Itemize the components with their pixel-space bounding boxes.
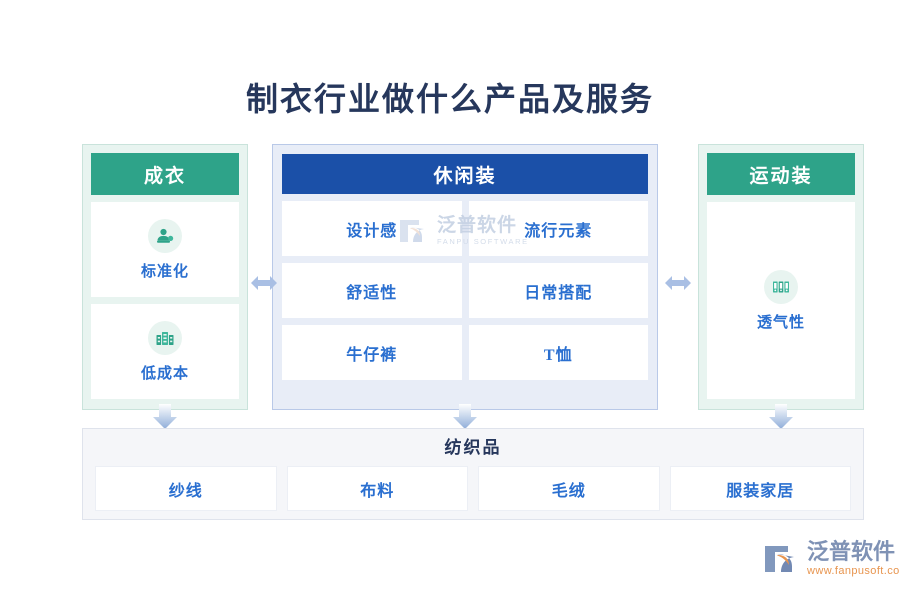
buildings-icon <box>148 320 182 355</box>
card-label: 低成本 <box>140 365 189 382</box>
card-daily-match[interactable]: 日常搭配 <box>468 263 648 318</box>
card-jeans[interactable]: 牛仔裤 <box>282 325 462 380</box>
column-center-grid: 设计感 流行元素 舒适性 日常搭配 牛仔裤 T恤 <box>282 201 648 380</box>
card-tshirt[interactable]: T恤 <box>468 325 648 380</box>
card-breathability[interactable]: 透气性 <box>707 202 855 399</box>
fanpu-logo-icon <box>765 546 794 572</box>
card-low-cost[interactable]: 低成本 <box>91 304 239 399</box>
column-right: 运动装 <box>698 144 864 410</box>
card-fabric[interactable]: 布料 <box>286 466 468 511</box>
card-yarn[interactable]: 纱线 <box>95 466 277 511</box>
card-standardization[interactable]: 标准化 <box>91 202 239 297</box>
bottom-panel: 纺织品 纱线 布料 毛绒 服装家居 <box>82 428 864 520</box>
column-left-header: 成衣 <box>91 153 239 195</box>
card-label: 标准化 <box>140 263 189 280</box>
page-title: 制衣行业做什么产品及服务 <box>245 81 654 117</box>
logo-name: 泛普软件 <box>807 539 896 564</box>
files-icon <box>764 269 798 304</box>
user-stamp-icon <box>148 218 182 253</box>
bottom-panel-title: 纺织品 <box>444 438 502 457</box>
brand-logo: 泛普软件 www.fanpusoft.com <box>762 541 900 577</box>
column-center-header: 休闲装 <box>282 154 648 194</box>
column-right-body: 透气性 <box>707 202 855 399</box>
bottom-panel-cards: 纱线 布料 毛绒 服装家居 <box>95 466 851 511</box>
double-arrow-horizontal-icon-left <box>251 273 277 293</box>
columns-row: 成衣 标准化 <box>0 144 900 410</box>
arrow-down-icon-left <box>152 404 178 430</box>
column-right-header: 运动装 <box>707 153 855 195</box>
column-left-body: 标准化 <box>91 202 239 399</box>
card-design[interactable]: 设计感 <box>282 201 462 256</box>
double-arrow-horizontal-icon-right <box>665 273 691 293</box>
card-plush[interactable]: 毛绒 <box>478 466 660 511</box>
column-left: 成衣 标准化 <box>82 144 248 410</box>
column-center: 休闲装 设计感 流行元素 舒适性 日常搭配 牛仔裤 T恤 泛普软件 FANPU … <box>272 144 658 410</box>
card-apparel-home[interactable]: 服装家居 <box>669 466 851 511</box>
card-comfort[interactable]: 舒适性 <box>282 263 462 318</box>
arrow-down-icon-right <box>768 404 794 430</box>
card-trend-elements[interactable]: 流行元素 <box>468 201 648 256</box>
arrow-down-icon-center <box>452 404 478 430</box>
card-label: 透气性 <box>756 314 805 331</box>
logo-url: www.fanpusoft.com <box>807 565 900 577</box>
